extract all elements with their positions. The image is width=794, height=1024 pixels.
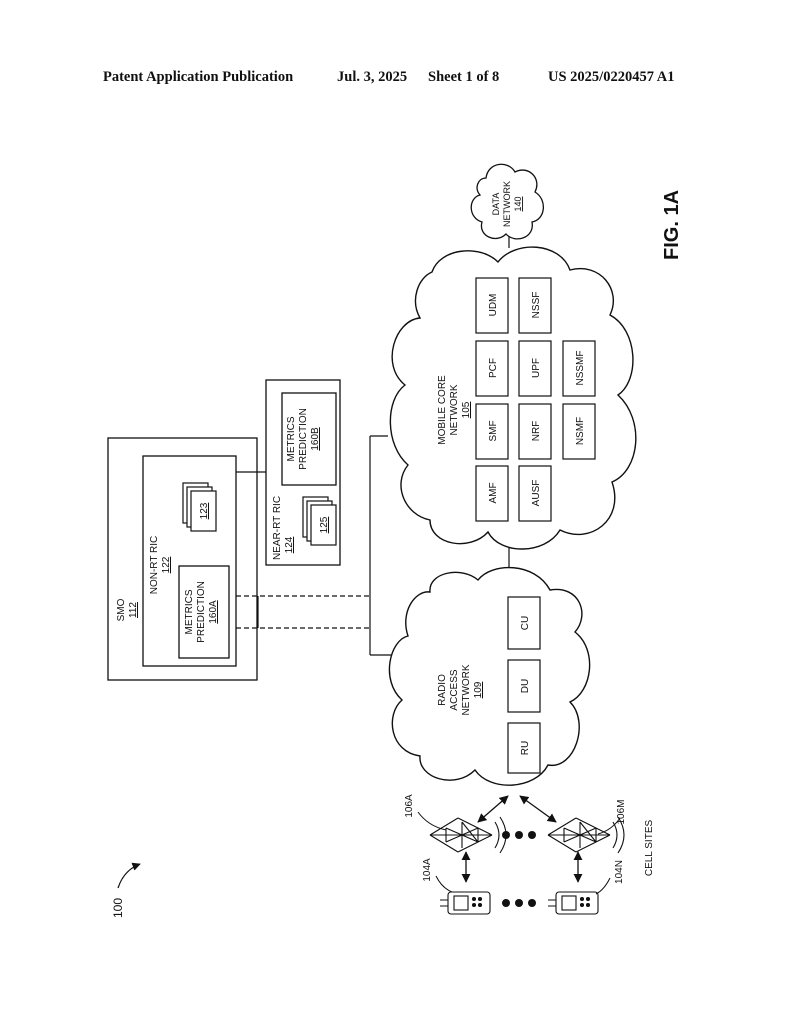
ran-line2: ACCESS — [449, 669, 460, 710]
smf-box — [475, 403, 509, 460]
near-rt-ric-ref: 124 — [284, 536, 295, 553]
cu-label: CU — [520, 616, 531, 630]
ran-ref: 109 — [473, 681, 484, 698]
du-box — [507, 659, 541, 713]
device-dots — [502, 899, 536, 907]
near-rt-apps-ref: 125 — [319, 516, 330, 533]
near-rt-apps-stack — [302, 496, 337, 546]
nssf-label: NSSF — [531, 292, 542, 319]
metrics-prediction-b-box — [281, 392, 337, 486]
data-network-line2: NETWORK — [502, 181, 512, 227]
ru-box — [507, 722, 541, 774]
metrics-prediction-a-box — [178, 565, 230, 659]
header-sheet: Sheet 1 of 8 — [428, 69, 500, 85]
ran-components: RU DU CU — [507, 596, 541, 774]
core-functions — [475, 277, 596, 522]
nsmf-box — [562, 403, 596, 460]
nrf-label: NRF — [531, 421, 542, 442]
core-line1: MOBILE CORE — [437, 375, 448, 445]
mobile-device-n-icon — [548, 891, 599, 915]
header-date: Jul. 3, 2025 — [337, 69, 408, 85]
ausf-label: AUSF — [531, 480, 542, 507]
smo-ref: 112 — [128, 602, 139, 618]
nrf-box — [518, 403, 552, 460]
figure-ref-arrow — [117, 862, 141, 889]
amf-label: AMF — [488, 482, 499, 503]
near-rt-ric-box — [265, 379, 341, 566]
header-title: Patent Application Publication — [103, 69, 294, 85]
metrics-b-line1: METRICS — [286, 416, 297, 461]
figure-ref: 100 — [111, 898, 125, 918]
data-network-cloud — [470, 163, 544, 240]
radio-access-network-cloud — [388, 566, 591, 786]
mobile-core-network-cloud — [389, 246, 637, 550]
upf-label: UPF — [531, 358, 542, 378]
upf-box — [518, 340, 552, 397]
non-rt-apps-stack — [182, 482, 217, 532]
tower-ran-arrows — [477, 795, 557, 823]
device-n-ref: 104N — [614, 860, 625, 884]
tower-a-ref: 106A — [404, 794, 415, 818]
nssmf-box — [562, 340, 596, 397]
metrics-b-line2: PREDICTION — [298, 408, 309, 470]
cell-tower-a-icon — [429, 816, 507, 854]
cu-box — [507, 596, 541, 650]
metrics-a-ref: 160A — [208, 600, 219, 624]
non-rt-apps-ref: 123 — [199, 502, 210, 519]
non-rt-ric-ref: 122 — [161, 556, 172, 573]
udm-box — [475, 277, 509, 334]
pcf-label: PCF — [488, 358, 499, 378]
cell-tower-m-icon — [547, 816, 625, 854]
ran-line1: RADIO — [437, 674, 448, 706]
leader-lines — [417, 811, 621, 895]
amf-box — [475, 465, 509, 522]
cell-sites-label: CELL SITES — [644, 820, 655, 877]
udm-label: UDM — [488, 294, 499, 317]
non-rt-ric-box — [142, 455, 237, 667]
du-label: DU — [520, 679, 531, 693]
header-pub-number: US 2025/0220457 A1 — [548, 69, 675, 85]
metrics-a-line2: PREDICTION — [196, 581, 207, 643]
mobile-device-a-icon — [440, 891, 491, 915]
ru-label: RU — [520, 741, 531, 755]
figure-label: FIG. 1A — [661, 190, 683, 260]
device-a-ref: 104A — [422, 858, 433, 882]
core-line2: NETWORK — [449, 384, 460, 435]
metrics-b-ref: 160B — [310, 427, 321, 451]
metrics-a-line1: METRICS — [184, 589, 195, 634]
smo-box — [107, 437, 258, 681]
tower-m-ref: 106M — [616, 799, 627, 824]
device-tower-arrows — [461, 851, 583, 883]
near-rt-ric-label: NEAR-RT RIC — [272, 496, 283, 560]
core-ref: 105 — [461, 401, 472, 418]
ausf-box — [518, 465, 552, 522]
nsmf-label: NSMF — [575, 417, 586, 445]
smo-label: SMO — [116, 598, 127, 621]
data-network-line1: DATA — [491, 193, 501, 216]
non-rt-ric-label: NON-RT RIC — [149, 536, 160, 595]
tower-dots — [502, 831, 536, 839]
nssmf-label: NSSMF — [575, 351, 586, 386]
ran-line3: NETWORK — [461, 664, 472, 715]
nssf-box — [518, 277, 552, 334]
data-network-ref: 140 — [513, 196, 523, 211]
pcf-box — [475, 340, 509, 397]
smf-label: SMF — [488, 420, 499, 441]
